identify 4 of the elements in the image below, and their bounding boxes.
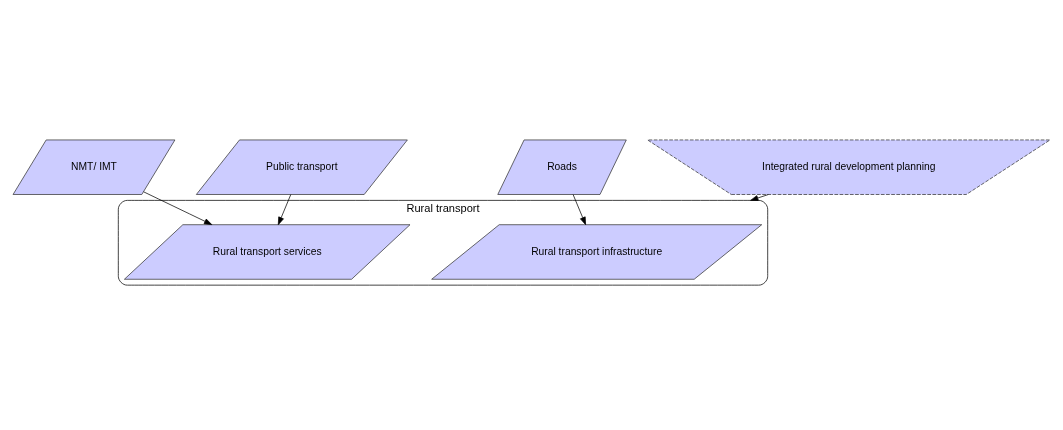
arrow: [750, 193, 769, 201]
arrow: [277, 193, 292, 225]
arrow: [143, 190, 213, 225]
arrow: [572, 193, 586, 225]
